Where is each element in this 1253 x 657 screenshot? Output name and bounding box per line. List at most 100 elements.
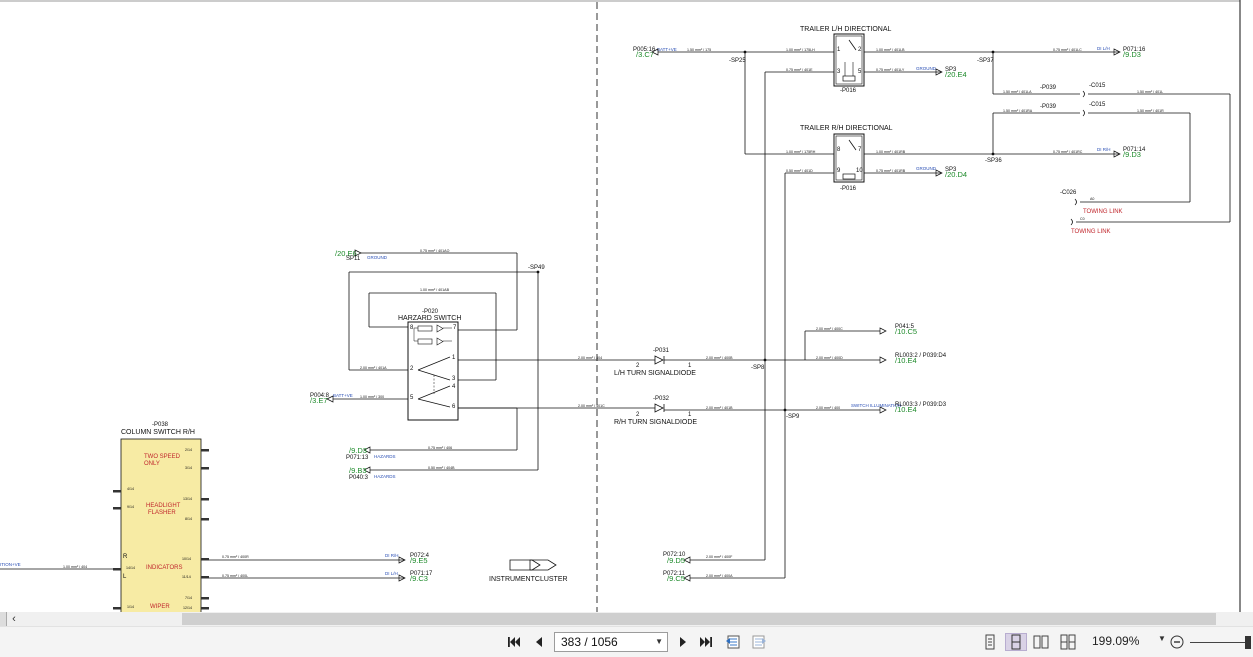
next-page-icon <box>680 637 686 647</box>
zoom-level[interactable]: 199.09% <box>1092 634 1140 648</box>
svg-text:SWITCH ILLUMINATION: SWITCH ILLUMINATION <box>851 403 901 408</box>
rh-diode-label: R/H TURN SIGNALDIODE <box>614 419 697 426</box>
svg-text:WIPER: WIPER <box>150 604 170 610</box>
svg-text:SP3: SP3 <box>945 67 957 73</box>
svg-text:11/14: 11/14 <box>182 575 191 579</box>
svg-text:0.75 mm² / 400R: 0.75 mm² / 400R <box>222 555 249 559</box>
svg-text:/9.D3: /9.D3 <box>1123 50 1141 59</box>
svg-text:1.00 mm² / 300: 1.00 mm² / 300 <box>360 395 384 399</box>
svg-text:1.50 mm² / 401RA: 1.50 mm² / 401RA <box>1003 109 1033 113</box>
continuous-facing-icon <box>1060 634 1076 650</box>
svg-text:7: 7 <box>453 325 457 331</box>
svg-text:P071:13: P071:13 <box>346 455 369 461</box>
svg-text:-SP25: -SP25 <box>729 58 746 64</box>
svg-text:HAZARDS: HAZARDS <box>374 454 396 459</box>
svg-text:0.75 mm² / 401LY: 0.75 mm² / 401LY <box>876 68 905 72</box>
zoom-out-button[interactable] <box>1168 633 1186 651</box>
svg-text:P072:10: P072:10 <box>663 552 686 558</box>
svg-text:/20.E6: /20.E6 <box>335 249 357 258</box>
zoom-out-icon <box>1170 635 1184 649</box>
svg-text:0.50 mm² / 401D: 0.50 mm² / 401D <box>786 169 813 173</box>
zoom-slider[interactable] <box>1190 642 1250 643</box>
svg-text:/3.E7: /3.E7 <box>310 396 328 405</box>
svg-text:-P016: -P016 <box>840 186 857 192</box>
wiring-schematic: TRAILER L/H DIRECTIONAL 1 2 3 5 -P016 P0… <box>0 0 1241 612</box>
svg-text:DI L/H: DI L/H <box>1097 46 1110 51</box>
scroll-left-icon[interactable]: ‹ <box>12 613 16 625</box>
svg-text:2.00 mm² / 400F: 2.00 mm² / 400F <box>706 555 733 559</box>
svg-text:10: 10 <box>856 168 863 174</box>
lh-diode-label: L/H TURN SIGNALDIODE <box>614 370 696 377</box>
svg-text:/9.E5: /9.E5 <box>410 556 428 565</box>
column-switch-box <box>120 438 202 612</box>
svg-text:L: L <box>123 574 127 580</box>
svg-text:/20.D4: /20.D4 <box>945 170 967 179</box>
first-page-button[interactable] <box>505 633 523 651</box>
svg-text:SP11: SP11 <box>346 256 361 262</box>
svg-text:0.75 mm² / 401LC: 0.75 mm² / 401LC <box>1053 48 1082 52</box>
continuous-facing-button[interactable] <box>1058 633 1078 651</box>
svg-text:/9.C5: /9.C5 <box>667 574 685 583</box>
page-forward-button[interactable] <box>750 633 768 651</box>
svg-text:2.00 mm² / 400: 2.00 mm² / 400 <box>816 406 840 410</box>
zoom-dropdown-icon[interactable]: ▼ <box>1158 634 1166 643</box>
svg-text:1: 1 <box>452 355 456 361</box>
svg-text:0.75 mm² / 401RC: 0.75 mm² / 401RC <box>1053 150 1083 154</box>
svg-text:9/14: 9/14 <box>127 505 134 509</box>
continuous-view-button[interactable] <box>1005 633 1027 651</box>
last-page-button[interactable] <box>697 633 715 651</box>
svg-text:SP3: SP3 <box>945 167 957 173</box>
svg-text:2: 2 <box>636 363 640 369</box>
facing-view-button[interactable] <box>1031 633 1051 651</box>
trailer-lh-title: TRAILER L/H DIRECTIONAL <box>800 26 892 33</box>
svg-text:-SP49: -SP49 <box>528 265 545 271</box>
svg-text:1.00 mm² / 175LH: 1.00 mm² / 175LH <box>786 48 815 52</box>
svg-text:1: 1 <box>688 412 692 418</box>
svg-text:P072:11: P072:11 <box>663 571 686 577</box>
svg-text:-P039: -P039 <box>1040 104 1057 110</box>
svg-text:-SP37: -SP37 <box>977 58 994 64</box>
svg-text:/9.B3: /9.B3 <box>349 466 367 475</box>
document-canvas[interactable]: TRAILER L/H DIRECTIONAL 1 2 3 5 -P016 P0… <box>0 0 1253 612</box>
svg-text:1.00 mm² / 401LB: 1.00 mm² / 401LB <box>876 48 905 52</box>
svg-text:0.75 mm² / 400L: 0.75 mm² / 400L <box>222 574 248 578</box>
svg-text:-SP36: -SP36 <box>985 158 1002 164</box>
hazard-switch-title: HARZARD SWITCH <box>398 315 461 322</box>
scroll-thumb[interactable] <box>182 613 1216 625</box>
horizontal-scrollbar[interactable]: ‹ <box>0 612 1253 626</box>
svg-text:ONLY: ONLY <box>144 461 160 467</box>
last-page-icon <box>700 637 712 647</box>
svg-text:8: 8 <box>410 325 414 331</box>
prev-page-button[interactable] <box>530 633 548 651</box>
svg-text:P072:4: P072:4 <box>410 553 430 559</box>
svg-text:3: 3 <box>837 69 841 75</box>
p005-ref: P005:16 <box>633 47 656 53</box>
chevron-down-icon[interactable]: ▼ <box>655 637 663 646</box>
zoom-slider-handle[interactable] <box>1245 636 1251 649</box>
p005-link: /3.C7 <box>636 50 654 59</box>
next-page-button[interactable] <box>674 633 692 651</box>
page-number-field[interactable]: 383 / 1056 ▼ <box>554 632 668 652</box>
svg-text:-C015: -C015 <box>1089 102 1106 108</box>
svg-text:1.50 mm² / 175: 1.50 mm² / 175 <box>687 48 711 52</box>
svg-text:1.00 mm² / 404: 1.00 mm² / 404 <box>63 565 87 569</box>
svg-text:-P020: -P020 <box>422 309 439 315</box>
svg-text:P040:3: P040:3 <box>349 475 369 481</box>
first-page-icon <box>508 637 520 647</box>
svg-text:3: 3 <box>452 376 456 382</box>
svg-text:-C015: -C015 <box>1089 83 1106 89</box>
svg-text:HEADLIGHT: HEADLIGHT <box>146 503 181 509</box>
svg-text:TOWING LINK: TOWING LINK <box>1071 229 1111 235</box>
page-back-button[interactable] <box>724 633 742 651</box>
svg-text:/20.E4: /20.E4 <box>945 70 967 79</box>
svg-text:2.00 mm² / 401B: 2.00 mm² / 401B <box>706 406 733 410</box>
svg-text:DI L/H: DI L/H <box>385 571 398 576</box>
svg-text:6: 6 <box>452 404 456 410</box>
svg-text:0.75 mm² / 401RB: 0.75 mm² / 401RB <box>876 169 906 173</box>
single-page-view-button[interactable] <box>981 633 999 651</box>
svg-text:/10.C5: /10.C5 <box>895 327 917 336</box>
svg-text:BATT+VE: BATT+VE <box>333 393 353 398</box>
svg-text:1.50 mm² / 401L: 1.50 mm² / 401L <box>1137 90 1163 94</box>
p016-lh-label: -P016 <box>840 88 857 94</box>
svg-text:1/14: 1/14 <box>127 605 134 609</box>
